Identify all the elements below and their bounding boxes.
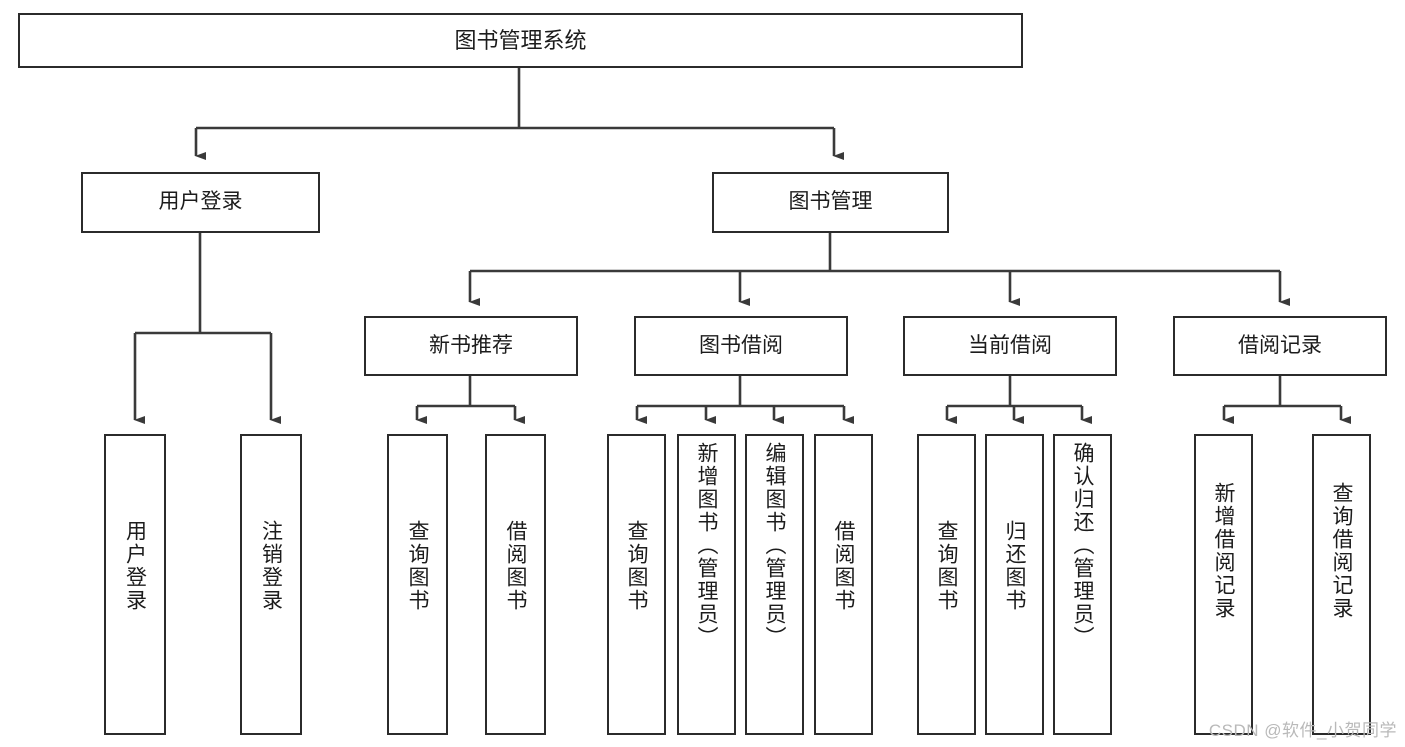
leaf-query-book-3[interactable]: 查询图书	[917, 434, 976, 735]
node-borrow-record[interactable]: 借阅记录	[1173, 316, 1387, 376]
node-label: 借阅图书	[832, 520, 855, 612]
leaf-logout-login[interactable]: 注销登录	[240, 434, 302, 735]
node-label: 编辑图书（管理员）	[763, 442, 786, 649]
leaf-add-book[interactable]: 新增图书（管理员）	[677, 434, 736, 735]
node-label: 归还图书	[1003, 520, 1026, 612]
node-label: 新增图书（管理员）	[695, 442, 718, 649]
node-label: 用户登录	[123, 520, 147, 612]
node-label: 图书管理	[788, 190, 873, 214]
leaf-borrow-book-2[interactable]: 借阅图书	[814, 434, 873, 735]
node-label: 查询图书	[406, 520, 429, 612]
node-label: 查询借阅记录	[1330, 482, 1353, 620]
node-label: 新增借阅记录	[1212, 482, 1235, 620]
node-label: 查询图书	[935, 520, 958, 612]
node-label: 借阅图书	[504, 520, 527, 612]
leaf-borrow-book-1[interactable]: 借阅图书	[485, 434, 546, 735]
leaf-confirm-return[interactable]: 确认归还（管理员）	[1053, 434, 1112, 735]
node-new-book-rec[interactable]: 新书推荐	[364, 316, 578, 376]
node-label: 借阅记录	[1238, 333, 1322, 357]
node-root[interactable]: 图书管理系统	[18, 13, 1023, 68]
leaf-add-borrow-record[interactable]: 新增借阅记录	[1194, 434, 1253, 735]
node-label: 查询图书	[625, 520, 648, 612]
leaf-return-book[interactable]: 归还图书	[985, 434, 1044, 735]
node-label: 用户登录	[158, 190, 243, 214]
leaf-query-book-1[interactable]: 查询图书	[387, 434, 448, 735]
node-current-borrow[interactable]: 当前借阅	[903, 316, 1117, 376]
leaf-edit-book[interactable]: 编辑图书（管理员）	[745, 434, 804, 735]
node-label: 当前借阅	[968, 333, 1052, 357]
leaf-query-book-2[interactable]: 查询图书	[607, 434, 666, 735]
csdn-watermark: CSDN @软件_小贺同学	[1208, 721, 1397, 740]
node-user-login[interactable]: 用户登录	[81, 172, 320, 233]
node-label: 注销登录	[259, 520, 283, 612]
leaf-query-borrow-record[interactable]: 查询借阅记录	[1312, 434, 1371, 735]
node-label: 图书借阅	[699, 333, 783, 357]
leaf-user-login[interactable]: 用户登录	[104, 434, 166, 735]
node-label: 图书管理系统	[454, 27, 587, 53]
node-label: 确认归还（管理员）	[1071, 442, 1094, 649]
node-label: 新书推荐	[429, 333, 513, 357]
node-book-borrow[interactable]: 图书借阅	[634, 316, 848, 376]
node-book-manage[interactable]: 图书管理	[712, 172, 949, 233]
